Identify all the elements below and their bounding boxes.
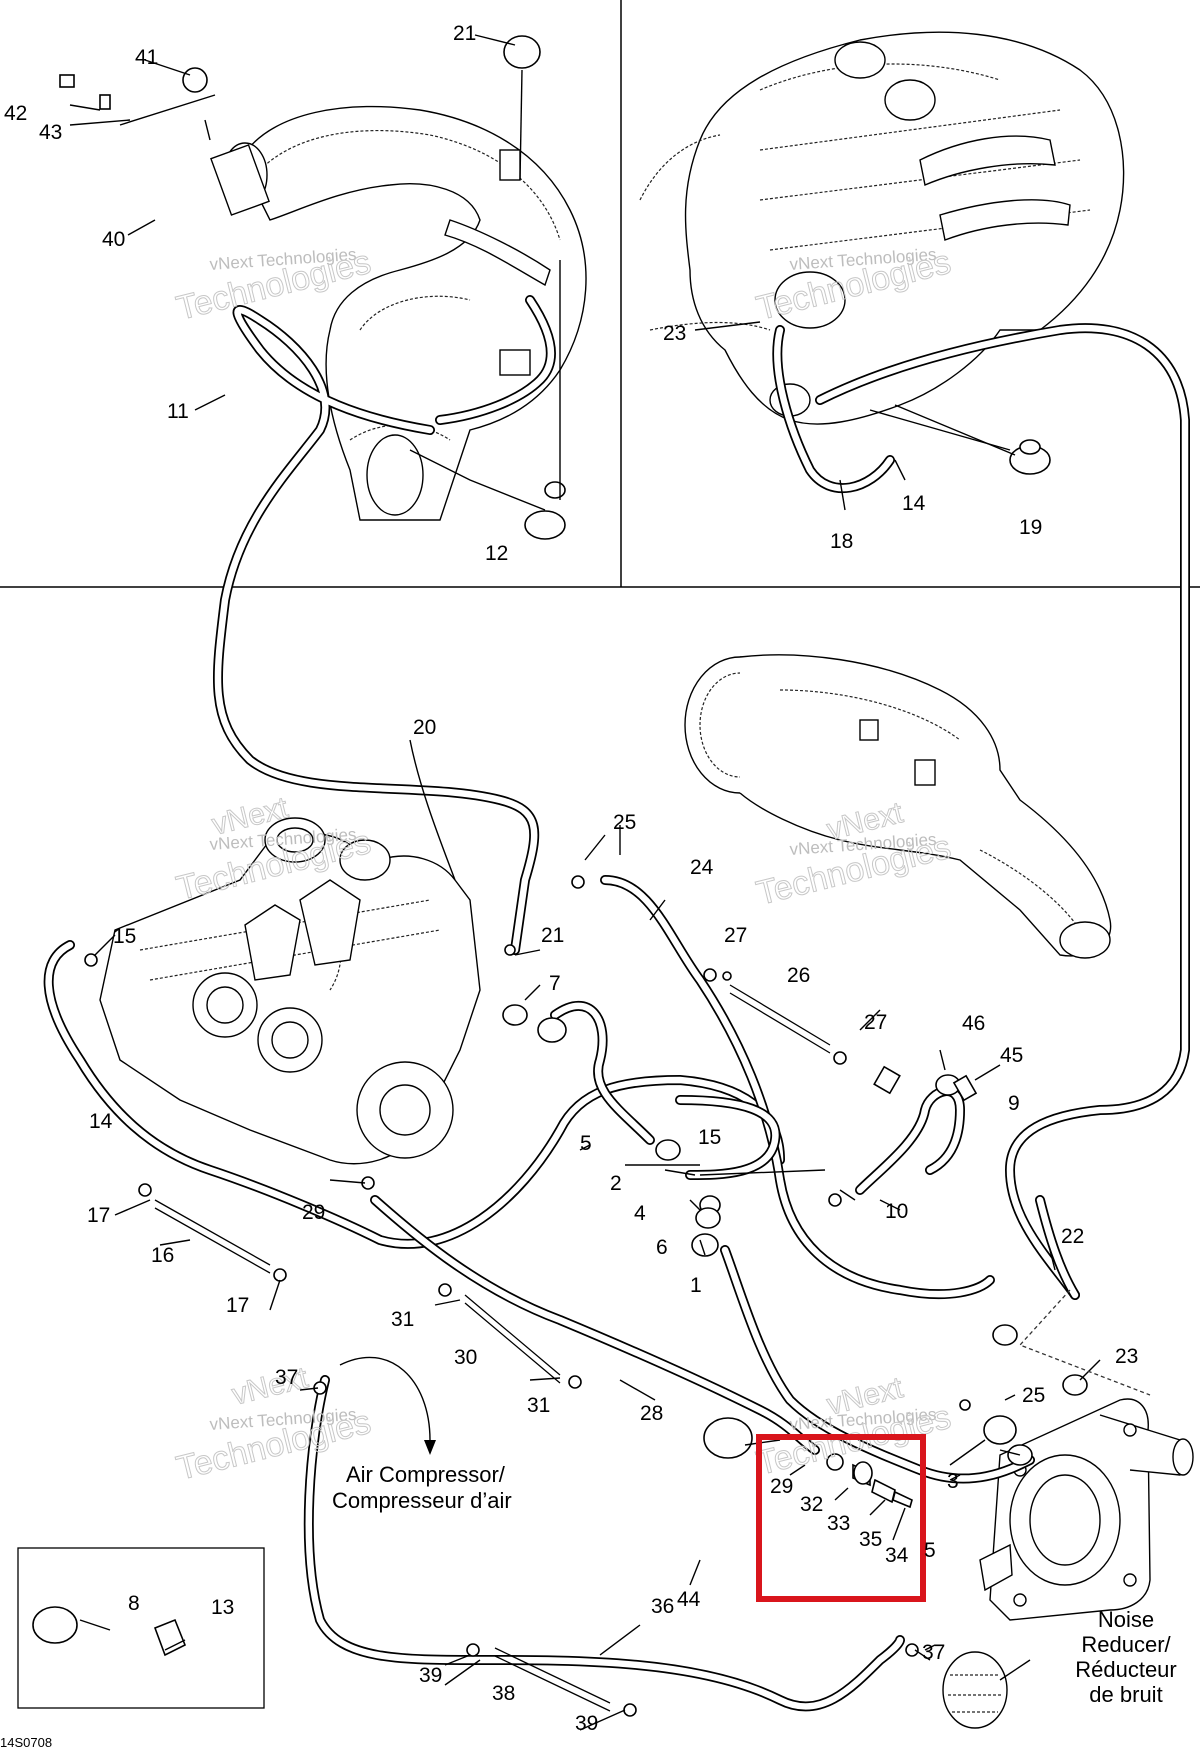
callout-17a: 17 (87, 1204, 110, 1227)
callout-25a: 25 (613, 811, 636, 834)
highlight-box (756, 1434, 926, 1602)
callout-29a: 29 (302, 1201, 325, 1224)
callout-12: 12 (485, 542, 508, 565)
callout-1: 1 (690, 1274, 702, 1297)
callout-26: 26 (787, 964, 810, 987)
hose-network (43, 295, 1190, 1712)
callout-25b: 25 (1022, 1384, 1045, 1407)
watermarks: vNext Technologies Technologies vNext Te… (172, 242, 955, 1488)
callout-33: 33 (827, 1512, 850, 1535)
callout-40: 40 (102, 228, 125, 251)
callout-41: 41 (135, 46, 158, 69)
callout-5b: 5 (924, 1539, 936, 1562)
noise-reducer (942, 1651, 1031, 1729)
engine-top-right (639, 31, 1125, 425)
small-parts (32, 35, 1088, 1717)
noise-reducer-label-line2: Reducer/ (1081, 1632, 1171, 1657)
callout-31a: 31 (391, 1308, 414, 1331)
callout-labels: 1 2 3 4 5 5 6 7 8 9 10 11 12 13 14 14 15… (4, 22, 1138, 1735)
callout-44: 44 (677, 1588, 701, 1611)
watermark-text-11: vNext (229, 1361, 312, 1412)
callout-11: 11 (167, 400, 189, 423)
callout-36: 36 (651, 1595, 674, 1618)
callout-37a: 37 (275, 1366, 298, 1389)
callout-21b: 21 (541, 924, 564, 947)
callout-31b: 31 (527, 1394, 550, 1417)
callout-4: 4 (634, 1202, 646, 1225)
callout-2: 2 (610, 1172, 622, 1195)
callout-37b: 37 (922, 1641, 945, 1664)
callout-5a: 5 (580, 1132, 592, 1155)
callout-28: 28 (640, 1402, 663, 1425)
callout-38: 38 (492, 1682, 515, 1705)
callout-24: 24 (690, 856, 714, 879)
callout-27b: 27 (864, 1011, 887, 1034)
callout-19: 19 (1019, 516, 1042, 539)
callout-9: 9 (1008, 1092, 1020, 1115)
callout-14a: 14 (89, 1110, 113, 1133)
callout-23a: 23 (663, 322, 686, 345)
callout-42: 42 (4, 102, 27, 125)
callout-35: 35 (859, 1528, 882, 1551)
callout-39b: 39 (575, 1712, 598, 1735)
callout-3: 3 (947, 1470, 959, 1493)
callout-30: 30 (454, 1346, 477, 1369)
callout-10: 10 (885, 1200, 908, 1223)
callout-16: 16 (151, 1244, 174, 1267)
noise-reducer-label-line4: de bruit (1089, 1682, 1162, 1707)
engine-block-middle-left (99, 817, 481, 1165)
muffler-middle-right (684, 654, 1112, 959)
callout-29b: 29 (770, 1475, 793, 1498)
air-compressor-label-line1: Air Compressor/ (346, 1462, 506, 1487)
callout-7: 7 (549, 972, 561, 995)
noise-reducer-label-line1: Noise (1098, 1607, 1154, 1632)
callout-32: 32 (800, 1493, 823, 1516)
callout-22: 22 (1061, 1225, 1084, 1248)
exhaust-pipe-top-left (210, 105, 587, 521)
callout-21a: 21 (453, 22, 476, 45)
callout-13: 13 (211, 1596, 234, 1619)
callout-20: 20 (413, 716, 436, 739)
panel-dividers (0, 0, 1200, 588)
callout-43: 43 (39, 121, 62, 144)
callout-15a: 15 (113, 925, 136, 948)
noise-reducer-label-line3: Réducteur (1075, 1657, 1177, 1682)
inset-box (17, 1547, 265, 1709)
callout-8: 8 (128, 1592, 140, 1615)
callout-45: 45 (1000, 1044, 1023, 1067)
callout-18: 18 (830, 530, 853, 553)
callout-15b: 15 (698, 1126, 721, 1149)
callout-27a: 27 (724, 924, 747, 947)
callout-17b: 17 (226, 1294, 249, 1317)
annotations: Air Compressor/ Compresseur d’air Noise … (0, 1462, 1177, 1750)
callout-14b: 14 (902, 492, 926, 515)
callout-34: 34 (885, 1544, 909, 1567)
callout-46: 46 (962, 1012, 985, 1035)
air-compressor-label-line2: Compresseur d’air (332, 1488, 512, 1513)
callout-23b: 23 (1115, 1345, 1138, 1368)
callout-6: 6 (656, 1236, 668, 1259)
document-code: 14S0708 (0, 1735, 52, 1750)
callout-39a: 39 (419, 1664, 442, 1687)
leader-lines (69, 34, 1151, 1731)
